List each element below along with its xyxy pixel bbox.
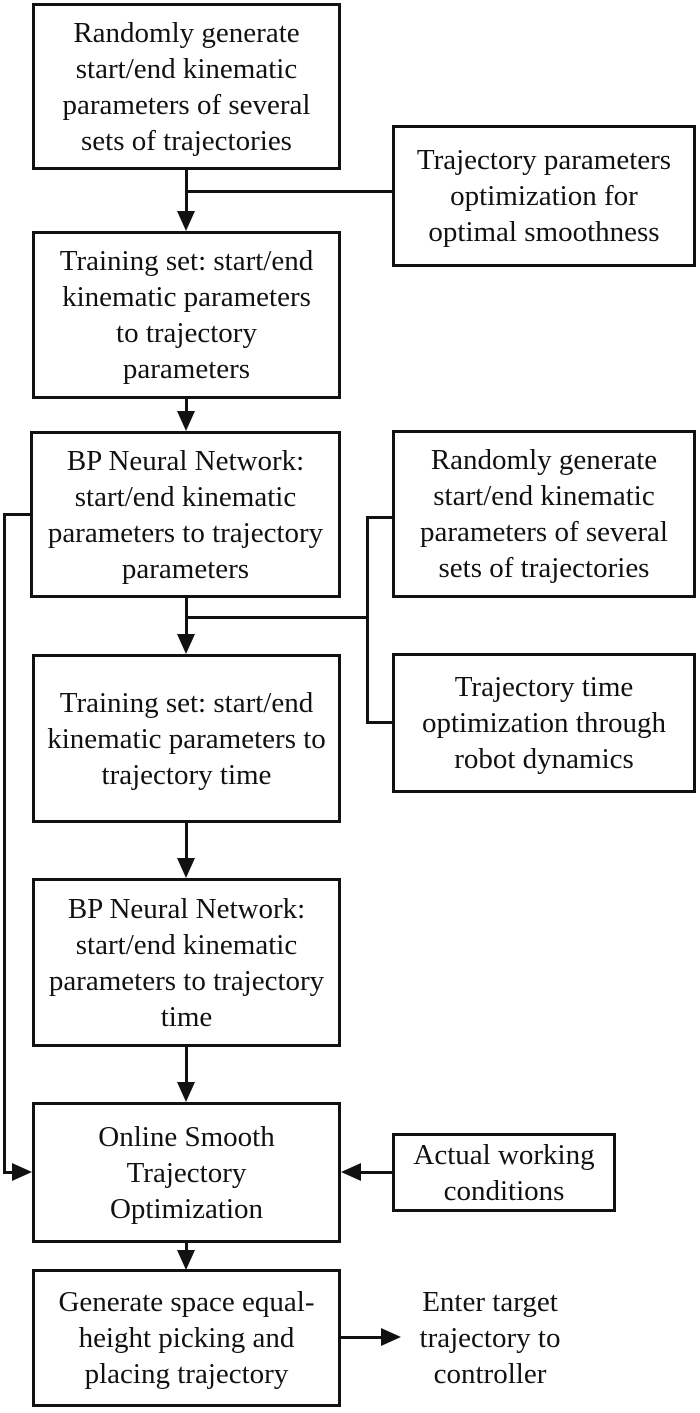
arrowhead-down-l2-icon: [177, 211, 195, 231]
arrowhead-down-l3-icon: [177, 411, 195, 431]
connector-stub-r3: [366, 721, 394, 724]
arrowhead-right-feedback-icon: [12, 1163, 32, 1181]
connector-l6-to-l7-shaft: [185, 1243, 188, 1250]
connector-r1-branch: [185, 190, 394, 193]
arrowhead-down-l4-icon: [177, 634, 195, 654]
arrowhead-down-l6-icon: [177, 1082, 195, 1102]
node-bp-neural-network-time: BP Neural Network: start/end kinematic p…: [32, 878, 341, 1047]
connector-right-branch-horizontal: [185, 616, 369, 619]
arrowhead-down-l7-icon: [177, 1250, 195, 1270]
feedback-arrow-shaft: [3, 1171, 14, 1174]
node-randomly-generate-2: Randomly generate start/end kinematic pa…: [392, 430, 696, 598]
connector-stub-r2: [366, 516, 394, 519]
arrowhead-left-online-smooth-icon: [341, 1163, 361, 1181]
node-online-smooth-trajectory-optimization: Online Smooth Trajectory Optimization: [32, 1102, 341, 1243]
node-trajectory-parameters-optimization: Trajectory parameters optimization for o…: [392, 125, 696, 267]
feedback-stub-from-bpnn: [3, 513, 32, 516]
arrowhead-down-l5-icon: [177, 858, 195, 878]
node-trajectory-time-optimization: Trajectory time optimization through rob…: [392, 653, 696, 793]
connector-l2-to-l3-shaft: [185, 399, 188, 411]
feedback-vertical-line: [3, 513, 6, 1174]
connector-l5-to-l6-shaft: [185, 1047, 188, 1082]
connector-l7-to-output-shaft: [341, 1336, 381, 1339]
connector-right-branch-vertical: [366, 516, 369, 724]
node-randomly-generate-1: Randomly generate start/end kinematic pa…: [32, 3, 341, 170]
arrowhead-right-output-icon: [381, 1328, 401, 1346]
connector-r4-to-l6-shaft: [359, 1171, 392, 1174]
node-generate-picking-placing-trajectory: Generate space equal- height picking and…: [32, 1269, 341, 1407]
node-training-set-parameters: Training set: start/end kinematic parame…: [32, 231, 341, 399]
node-training-set-time: Training set: start/end kinematic parame…: [32, 654, 341, 823]
node-actual-working-conditions: Actual working conditions: [392, 1133, 616, 1212]
connector-l4-to-l5-shaft: [185, 823, 188, 858]
node-bp-neural-network-parameters: BP Neural Network: start/end kinematic p…: [30, 431, 341, 598]
label-enter-target-trajectory: Enter target trajectory to controller: [419, 1286, 561, 1390]
